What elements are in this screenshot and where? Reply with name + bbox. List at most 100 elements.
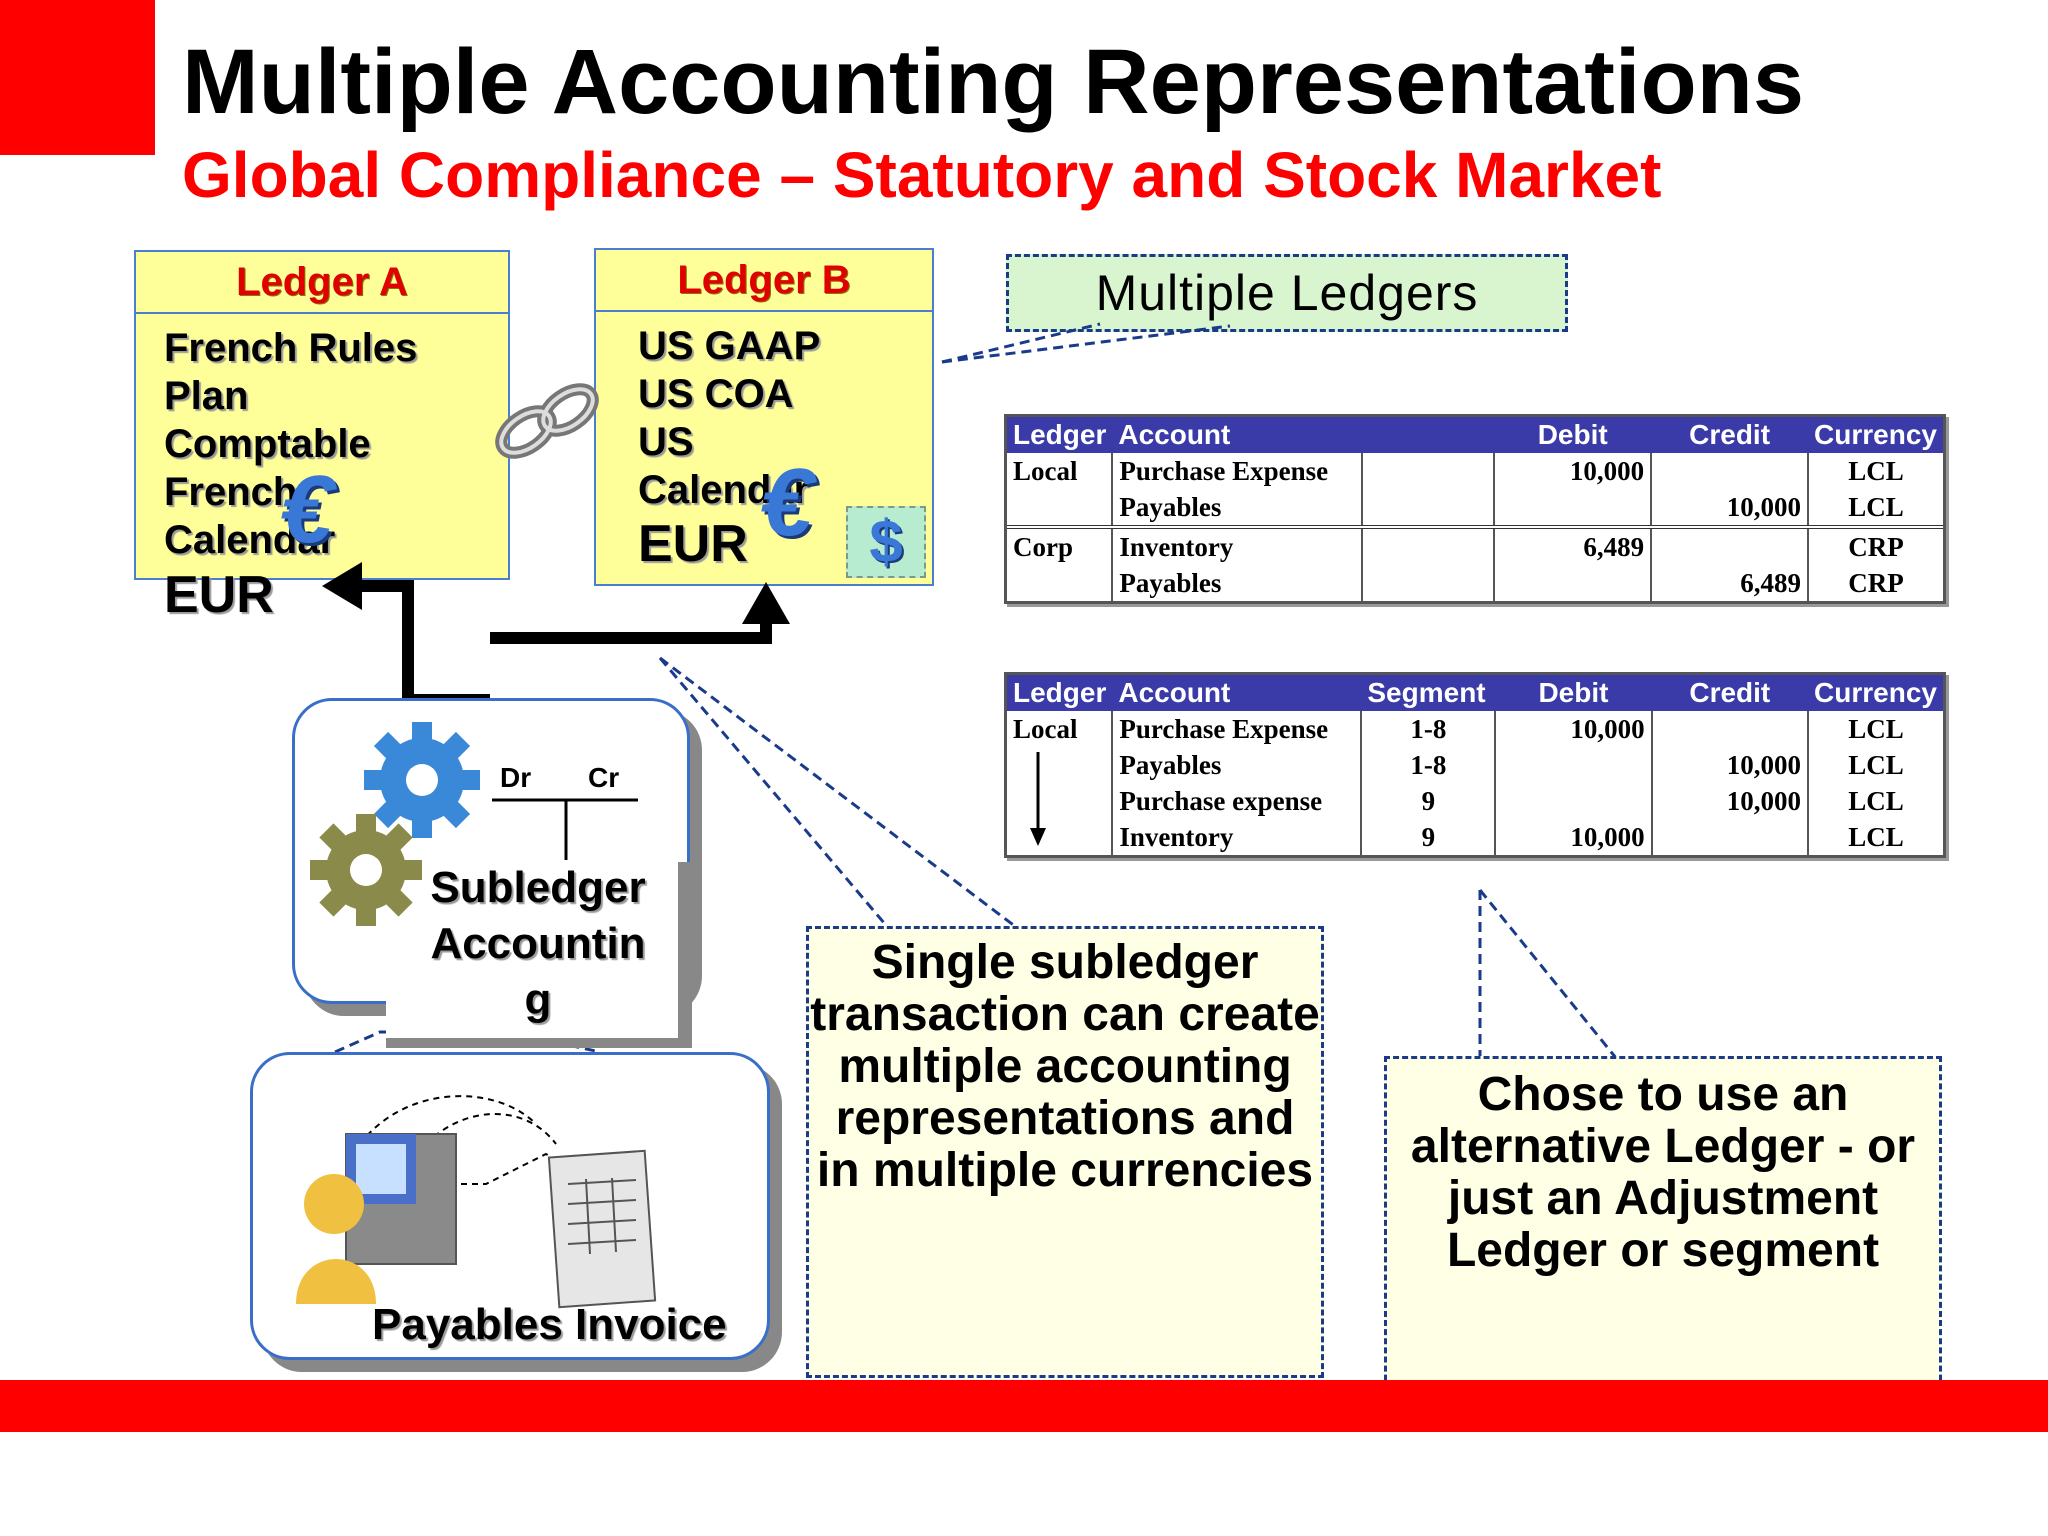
- cell: [1361, 565, 1495, 601]
- ledger-a-line: Calendar: [164, 518, 336, 562]
- cell: [1361, 489, 1495, 529]
- cell: LCL: [1807, 783, 1943, 819]
- ledger-b-body: US GAAP US COA US Calendar EUR: [596, 312, 932, 574]
- multiple-ledgers-pointer: [941, 322, 1101, 364]
- cell: Corp: [1013, 531, 1073, 562]
- cell: [1007, 819, 1112, 855]
- cell: 10,000: [1494, 819, 1652, 855]
- red-corner-square: [0, 0, 155, 155]
- cell: [1650, 527, 1809, 565]
- cell: Payables: [1111, 489, 1363, 529]
- cell: [1361, 527, 1495, 565]
- col-header: [1362, 417, 1495, 453]
- arrow-to-ledger-b: [490, 600, 772, 644]
- t-account-icon: [492, 798, 638, 860]
- ledger-b-box: Ledger B US GAAP US COA US Calendar EUR: [594, 248, 934, 586]
- single-subledger-callout: Single subledger transaction can create …: [806, 926, 1324, 1378]
- cell: [1494, 783, 1652, 819]
- ledger-a-line: Plan: [164, 374, 249, 418]
- subledger-label-line: g: [524, 975, 552, 1024]
- table-row: Purchase expense 9 10,000 LCL: [1007, 783, 1943, 819]
- cell: LCL: [1807, 747, 1943, 783]
- ledger-a-line: Comptable: [164, 422, 371, 466]
- cell: [1494, 747, 1652, 783]
- table-row: Payables 6,489 CRP: [1007, 565, 1943, 601]
- col-header: Currency: [1808, 675, 1943, 711]
- col-header: Credit: [1651, 675, 1809, 711]
- alternative-pointer: [1478, 889, 1618, 1059]
- alternative-ledger-callout: Chose to use an alternative Ledger - or …: [1384, 1056, 1942, 1408]
- arrowhead-ledger-b: [742, 582, 790, 624]
- cell: Purchase Expense: [1111, 711, 1362, 747]
- chain-link-icon: [495, 383, 599, 459]
- subledger-label-panel: [386, 862, 692, 1048]
- col-header: Debit: [1494, 417, 1652, 453]
- cell: [1007, 565, 1112, 601]
- col-header: Account: [1112, 417, 1363, 453]
- cell: Inventory: [1111, 819, 1362, 855]
- subledger-label-line: Subledger: [430, 863, 646, 912]
- ledger-b-line: US GAAP: [638, 324, 821, 368]
- cell: [1650, 711, 1809, 747]
- cell: 6,489: [1493, 527, 1652, 565]
- user-computer-icon: [296, 1095, 657, 1309]
- cell: 9: [1360, 819, 1496, 855]
- col-header: Debit: [1495, 675, 1652, 711]
- cell: Inventory: [1111, 527, 1363, 565]
- ledger-a-currency: EUR: [164, 566, 274, 624]
- col-header: Ledger: [1007, 417, 1113, 453]
- cell: Purchase Expense: [1111, 453, 1363, 489]
- cell: 10,000: [1650, 783, 1809, 819]
- payables-invoice-label: Payables Invoice: [372, 1300, 727, 1349]
- cell: [1361, 453, 1495, 489]
- single-subledger-pointer: [659, 656, 1021, 932]
- single-subledger-pointer: [658, 657, 892, 931]
- table-row: Payables 1-8 10,000 LCL: [1007, 747, 1943, 783]
- table-row: Payables 10,000 LCL: [1007, 489, 1943, 529]
- col-header: Account: [1112, 675, 1362, 711]
- euro-icon: €: [280, 456, 334, 563]
- cell: [1493, 489, 1652, 529]
- arrowhead-ledger-a: [322, 562, 362, 610]
- ledger-a-header: Ledger A: [136, 252, 508, 314]
- cell: [1650, 453, 1809, 489]
- ledger-b-currency: EUR: [638, 515, 748, 573]
- cell: [1650, 819, 1809, 855]
- cell: 10,000: [1493, 453, 1652, 489]
- col-header: Segment: [1361, 675, 1496, 711]
- subledger-accounting-label: Subledger Accountin g: [408, 860, 668, 1028]
- ledger-b-header: Ledger B: [596, 250, 932, 312]
- ledger-b-line: US: [638, 420, 694, 464]
- cell: [1007, 489, 1113, 529]
- ledger-a-line: French: [164, 470, 298, 514]
- cell: [1493, 565, 1652, 601]
- cell: 6,489: [1650, 565, 1809, 601]
- table-row: Corp Inventory 6,489 CRP: [1007, 527, 1943, 565]
- cell: 9: [1360, 783, 1496, 819]
- gears-icon: [310, 722, 480, 926]
- cell: CRP: [1807, 565, 1943, 601]
- multiple-ledgers-callout: Multiple Ledgers: [1006, 254, 1568, 332]
- col-header: Currency: [1808, 417, 1943, 453]
- table-row: Inventory 9 10,000 LCL: [1007, 819, 1943, 855]
- cell: Payables: [1111, 565, 1363, 601]
- down-arrow-icon: [1030, 752, 1046, 846]
- ledger-a-line: French Rules: [164, 326, 418, 370]
- cell: 10,000: [1650, 489, 1809, 529]
- cell: LCL: [1807, 819, 1943, 855]
- dollar-icon: $: [846, 506, 926, 578]
- euro-icon: €: [760, 449, 814, 556]
- ledger-b-line: Calendar: [638, 468, 810, 512]
- table-row: Local Purchase Expense 10,000 LCL: [1007, 453, 1943, 489]
- arrow-to-ledger-a: [360, 580, 414, 700]
- multiple-ledgers-pointer: [941, 324, 1231, 364]
- debit-label: Dr: [500, 762, 532, 793]
- cell: Purchase expense: [1111, 783, 1362, 819]
- col-header: Ledger: [1007, 675, 1113, 711]
- ledger-a-box: Ledger A French Rules Plan Comptable Fre…: [134, 250, 510, 580]
- cell: [1007, 783, 1112, 819]
- cell: 10,000: [1650, 747, 1809, 783]
- page-subtitle: Global Compliance – Statutory and Stock …: [182, 139, 1662, 211]
- col-header: Credit: [1651, 417, 1809, 453]
- cell: [1007, 747, 1112, 783]
